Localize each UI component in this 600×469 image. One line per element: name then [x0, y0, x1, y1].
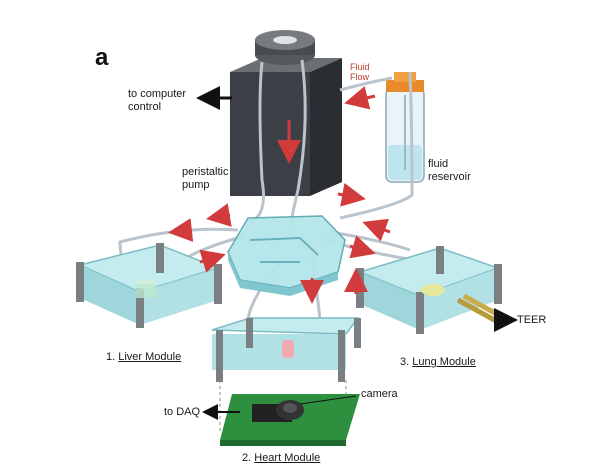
panel-label: a	[95, 44, 109, 71]
liver-module	[76, 243, 222, 328]
liver-module-name: Liver Module	[118, 351, 182, 363]
camera-label: camera	[361, 388, 398, 400]
signal-arrows	[196, 86, 518, 420]
heart-module	[211, 317, 361, 432]
peristaltic-pump-label: peristaltic pump	[182, 166, 229, 191]
to-daq-label: to DAQ	[164, 406, 201, 418]
lung-module	[356, 246, 506, 334]
fluid-flow-label: Fluid Flow	[350, 62, 370, 82]
camera-board	[220, 394, 360, 446]
liver-module-number: 1.	[106, 351, 116, 363]
heart-module-number: 2.	[242, 452, 252, 464]
fluid-reservoir-label: fluid reservoir	[428, 158, 471, 183]
liver-module-caption: 1. Liver Module	[106, 351, 181, 364]
central-manifold	[227, 215, 346, 296]
heart-module-name: Heart Module	[254, 452, 321, 464]
flow-arrows	[168, 86, 391, 304]
fluid-reservoir	[385, 72, 425, 183]
heart-module-caption: 2. Heart Module	[242, 452, 320, 465]
lung-module-number: 3.	[400, 356, 410, 368]
peristaltic-pump	[230, 30, 342, 196]
computer-control-label: to computer control	[128, 88, 187, 113]
lung-module-name: Lung Module	[412, 356, 476, 368]
lung-module-caption: 3. Lung Module	[400, 356, 476, 369]
teer-label: TEER	[517, 314, 547, 326]
